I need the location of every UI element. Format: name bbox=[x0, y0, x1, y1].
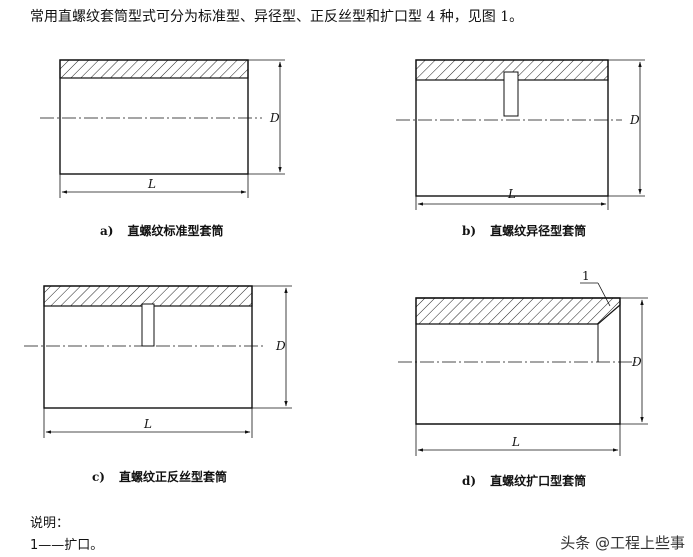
length-label: L bbox=[143, 417, 152, 431]
caption-text: 直螺纹扩口型套筒 bbox=[490, 474, 587, 488]
sleeve-wall-hatch bbox=[415, 297, 621, 325]
sleeve-outline bbox=[43, 285, 253, 409]
caption-text: 直螺纹标准型套筒 bbox=[127, 224, 224, 238]
caption-letter: b) bbox=[462, 224, 477, 238]
diameter-label: D bbox=[629, 113, 640, 127]
figure-a-standard-sleeve: D L bbox=[40, 59, 285, 198]
notes-title: 说明： bbox=[30, 516, 70, 531]
diameter-label: D bbox=[275, 339, 286, 353]
sleeve-wall-hatch bbox=[43, 285, 253, 307]
caption-a: a) 直螺纹标准型套筒 bbox=[100, 222, 223, 239]
caption-letter: c) bbox=[92, 470, 105, 484]
caption-letter: d) bbox=[462, 474, 477, 488]
callout-leader bbox=[597, 282, 611, 307]
figure-c-double-thread-sleeve: D L bbox=[24, 285, 292, 438]
watermark-text: 头条 @工程上些事 bbox=[560, 534, 685, 552]
notes-item: 1——扩口。 bbox=[30, 538, 104, 553]
sleeve-outline bbox=[415, 59, 609, 197]
diameter-label: D bbox=[269, 111, 280, 125]
thread-divider bbox=[141, 303, 155, 347]
sleeve-wall-hatch bbox=[59, 59, 249, 79]
intro-text: 常用直螺纹套筒型式可分为标准型、异径型、正反丝型和扩口型 4 种，见图 1。 bbox=[30, 9, 524, 25]
caption-text: 直螺纹正反丝型套筒 bbox=[118, 470, 227, 484]
caption-d: d) 直螺纹扩口型套筒 bbox=[462, 472, 586, 489]
diameter-label: D bbox=[631, 355, 642, 369]
caption-c: c) 直螺纹正反丝型套筒 bbox=[92, 468, 227, 485]
caption-letter: a) bbox=[100, 224, 114, 238]
figure-d-flared-sleeve: 1 D L bbox=[398, 269, 648, 456]
callout-number: 1 bbox=[582, 269, 590, 283]
step-groove bbox=[503, 71, 519, 117]
length-label: L bbox=[511, 435, 520, 449]
caption-text: 直螺纹异径型套筒 bbox=[490, 224, 587, 238]
sleeve-outline bbox=[59, 59, 249, 175]
figure-b-reducer-sleeve: D L bbox=[396, 59, 645, 210]
caption-b: b) 直螺纹异径型套筒 bbox=[462, 222, 586, 239]
length-label: L bbox=[507, 187, 516, 201]
length-label: L bbox=[147, 177, 156, 191]
